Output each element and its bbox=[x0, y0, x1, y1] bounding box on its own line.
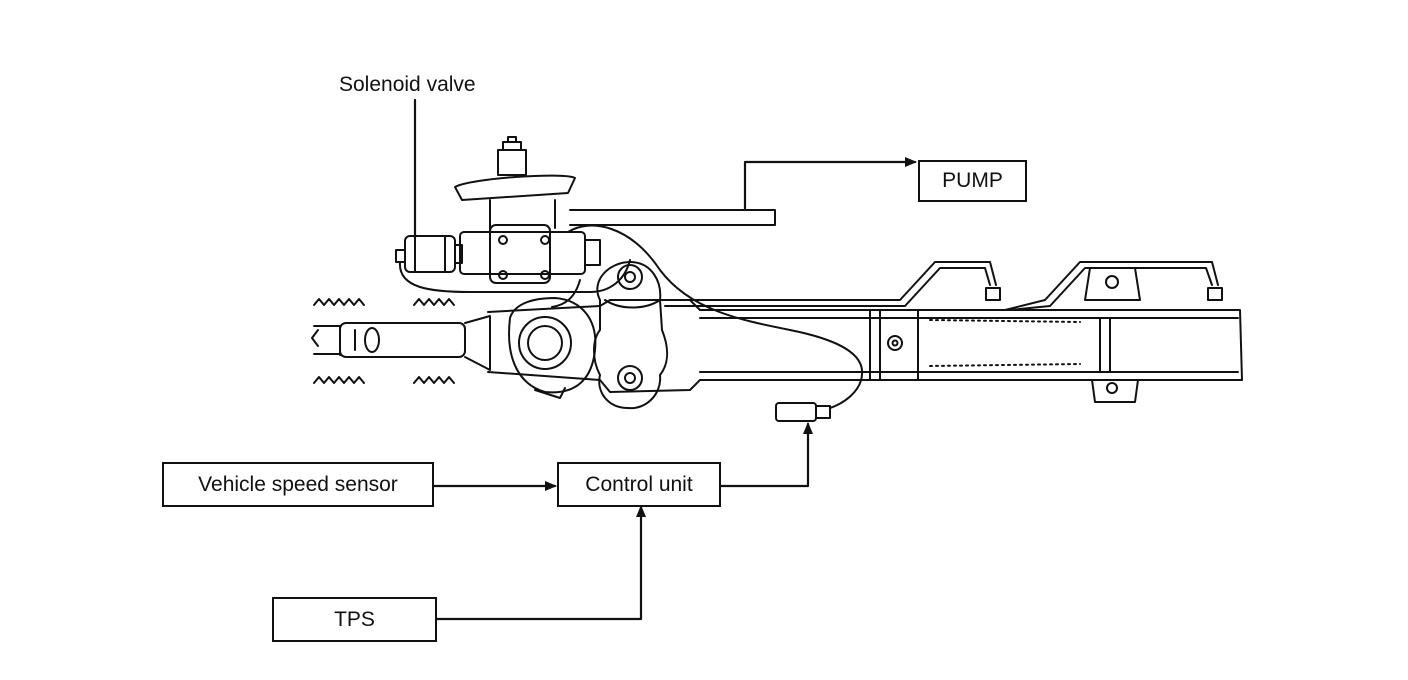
right-mount-bottom bbox=[1091, 379, 1139, 403]
pump-box: PUMP bbox=[918, 160, 1027, 202]
solenoid-valve-body bbox=[395, 235, 631, 293]
left-boot-bellows bbox=[311, 298, 455, 384]
rack-housing bbox=[487, 299, 1243, 393]
tps-arrow bbox=[434, 505, 646, 621]
control-unit-box: Control unit bbox=[557, 462, 721, 507]
tie-rod bbox=[313, 315, 491, 371]
steering-rack-assembly bbox=[311, 136, 1243, 422]
pump-arrow bbox=[743, 162, 915, 212]
control-output-arrow bbox=[718, 422, 813, 488]
pump-return-line bbox=[569, 209, 776, 226]
signal-lines bbox=[413, 98, 915, 621]
solenoid-valve-label: Solenoid valve bbox=[339, 73, 476, 96]
right-mount-top bbox=[1084, 267, 1141, 301]
harness-wire bbox=[567, 224, 864, 422]
tps-box: TPS bbox=[272, 597, 437, 642]
control-valve-body bbox=[454, 136, 601, 308]
pinion-housing bbox=[508, 297, 597, 399]
hydraulic-lines bbox=[659, 261, 1223, 311]
vehicle-speed-sensor-box: Vehicle speed sensor bbox=[162, 462, 434, 507]
